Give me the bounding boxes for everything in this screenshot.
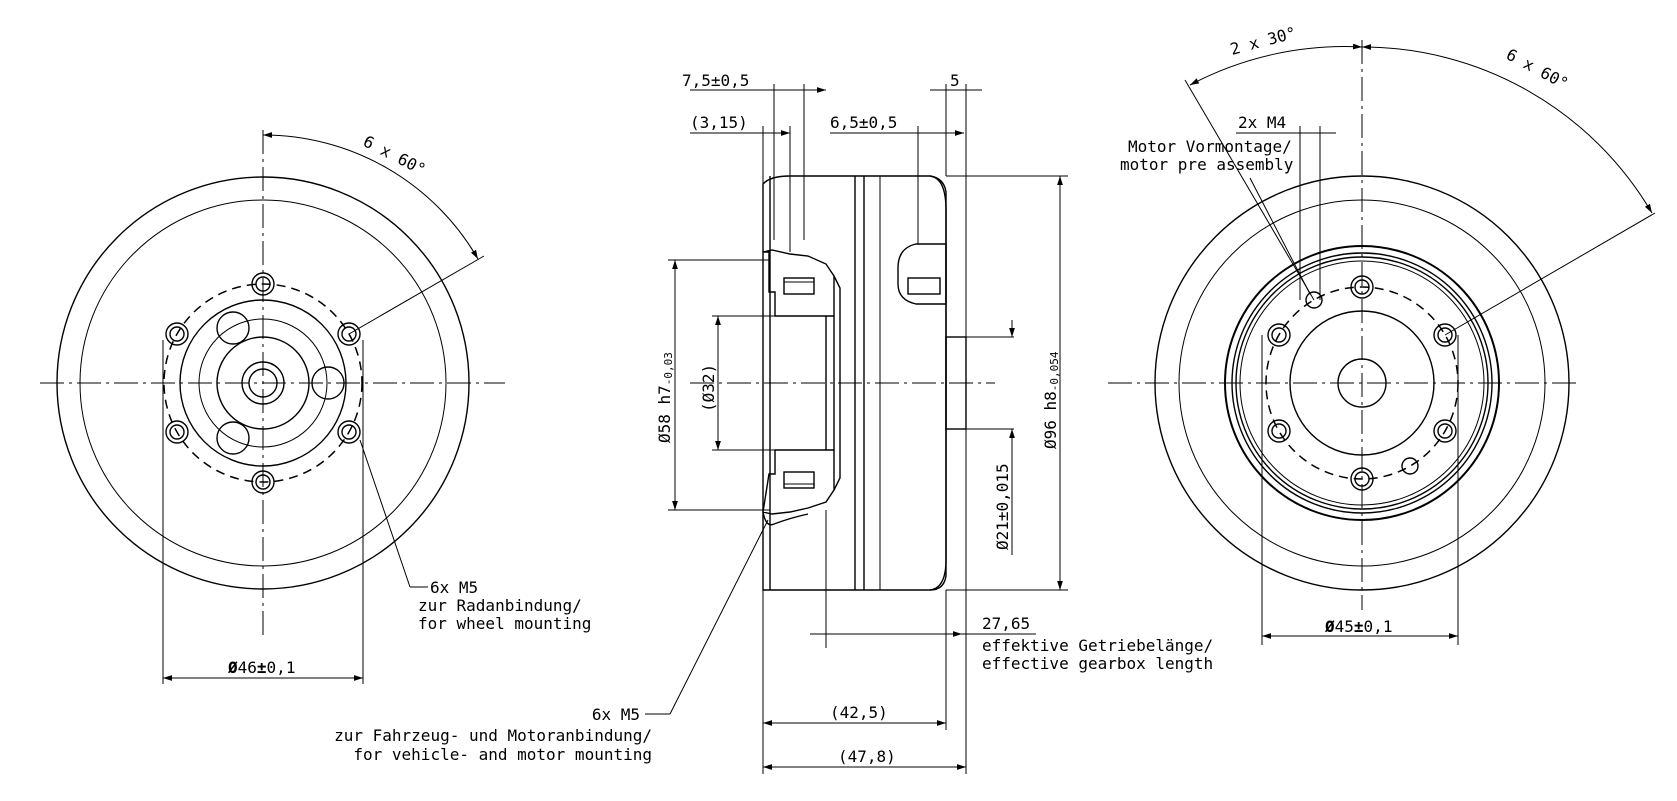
mount-hole: [1350, 275, 1374, 299]
dim-47-8-label: (47,8): [838, 747, 896, 766]
front-angle-arc: [262, 132, 479, 260]
front-shaft-bore: [248, 368, 278, 398]
side-output-shaft: [945, 336, 967, 430]
side-inner-contour-top: [833, 275, 841, 491]
front-mount-holes: [165, 272, 361, 494]
rear-flange-outer: [1224, 245, 1500, 521]
rear-m4-holes: [1305, 291, 1419, 475]
rear-angle-2x30-label: 2 x 30°: [1228, 23, 1298, 59]
side-view: 7,5±0,5 (3,15) 6,5±0,5 5 Ø58 h7-0,03 (Ø3…: [334, 71, 1213, 774]
rear-dia-label: Ø45±0,1: [1324, 617, 1392, 636]
dim-7-5-label: 7,5±0,5: [682, 71, 749, 90]
tolerance-sign: ±: [1354, 617, 1364, 636]
diameter-symbol: Ø: [227, 658, 238, 677]
tolerance-sign: ±: [257, 658, 267, 677]
dim-6-5-label: 6,5±0,5: [830, 113, 897, 132]
front-screw-leader: [359, 439, 411, 588]
diameter-symbol: Ø: [1324, 617, 1335, 636]
gearbox-length-en: effective gearbox length: [982, 654, 1213, 673]
m4-label: 2x M4: [1238, 113, 1286, 132]
rear-angle-6x60-label: 6 x 60°: [1503, 45, 1571, 93]
front-hub-step: [198, 318, 328, 448]
mount-note-2: zur Fahrzeug- und Motoranbindung/: [334, 726, 652, 745]
mount-hole: [165, 420, 189, 444]
rear-view: 2 x 30° 6 x 60° 2x M4 Motor Vormontage/ …: [1108, 23, 1656, 645]
dim-42-5-label: (42,5): [830, 703, 888, 722]
front-shaft-ring: [241, 361, 285, 405]
mount-hole: [1433, 323, 1457, 347]
gearbox-length-de: effektive Getriebelänge/: [982, 636, 1213, 655]
dim-58-main: Ø58 h7: [655, 385, 674, 443]
m4-hole: [1305, 291, 1323, 309]
mount-hole: [1350, 467, 1374, 491]
side-flange-section-top: [762, 249, 835, 317]
front-lightening-holes: [216, 311, 345, 455]
dim-3-15-label: (3,15): [690, 113, 748, 132]
tolerance-value: 0,1: [1364, 617, 1393, 636]
mount-hole: [337, 322, 361, 346]
front-screw-note-3: for wheel mounting: [418, 614, 591, 633]
mount-hole: [165, 322, 189, 346]
rear-mount-holes: [1267, 275, 1457, 491]
rear-angle-extension-left: [1184, 79, 1315, 301]
front-screw-note-1: 6x M5: [430, 578, 478, 597]
m4-hole: [1401, 457, 1419, 475]
dim-58-tolerance: -0,03: [662, 352, 675, 385]
mount-hole: [1433, 419, 1457, 443]
dim-58-label: Ø58 h7-0,03: [655, 352, 675, 443]
rear-flange-step-1: [1231, 252, 1493, 514]
side-flange-chamfer-bottom: [762, 511, 809, 526]
dim-5-label: 5: [950, 71, 960, 90]
diameter-value: 46: [238, 658, 257, 677]
premount-note-de: Motor Vormontage/: [1128, 137, 1292, 156]
front-screw-note-2: zur Radanbindung/: [418, 596, 582, 615]
dim-27-65-label: 27,65: [982, 614, 1030, 633]
diameter-value: 45: [1335, 617, 1354, 636]
rear-angle-6x60-arc: [1361, 44, 1653, 214]
mount-hole: [1267, 419, 1291, 443]
rear-angle-2x30-arc: [1189, 43, 1363, 86]
rear-shaft: [1337, 358, 1387, 408]
side-screw-hole-bottom: [783, 471, 815, 489]
mount-note-3: for vehicle- and motor mounting: [353, 745, 652, 764]
front-view: 6 x 60° 6x M5 zur Radanbindung/ for whee…: [40, 130, 591, 684]
mount-note-1: 6x M5: [592, 705, 640, 724]
mount-hole: [337, 420, 361, 444]
front-hub-shoulder: [216, 336, 310, 430]
side-housing-screw-hole: [907, 277, 941, 295]
dim-21-label: Ø21±0,015: [993, 463, 1012, 550]
side-housing-screw-section: [897, 243, 947, 305]
dim-96-tolerance: -0,054: [1048, 351, 1061, 391]
front-angle-extension: [348, 255, 485, 335]
mount-note-leader: [669, 519, 769, 715]
rear-hub: [1289, 310, 1435, 456]
rear-flange-step-2: [1235, 256, 1489, 510]
rear-flange-step-3: [1239, 260, 1485, 506]
dim-32-label: (Ø32): [699, 364, 718, 412]
mount-hole: [1267, 323, 1291, 347]
side-screw-hole-top: [783, 277, 815, 295]
rear-angle-extension-right: [1444, 212, 1656, 336]
dim-96-label: Ø96 h8-0,054: [1041, 351, 1061, 449]
side-body-outline: [762, 175, 947, 591]
front-bolt-circle: [163, 283, 363, 483]
front-hub-flange: [179, 299, 347, 467]
dim-96-main: Ø96 h8: [1041, 391, 1060, 449]
mount-hole: [251, 272, 275, 296]
side-flange-section-bottom: [762, 449, 835, 515]
premount-note-en: motor pre assembly: [1120, 155, 1294, 174]
premount-leader: [1249, 177, 1311, 295]
mount-hole: [251, 470, 275, 494]
tolerance-value: 0,1: [267, 658, 296, 677]
front-dia-label: Ø46±0,1: [227, 658, 295, 677]
